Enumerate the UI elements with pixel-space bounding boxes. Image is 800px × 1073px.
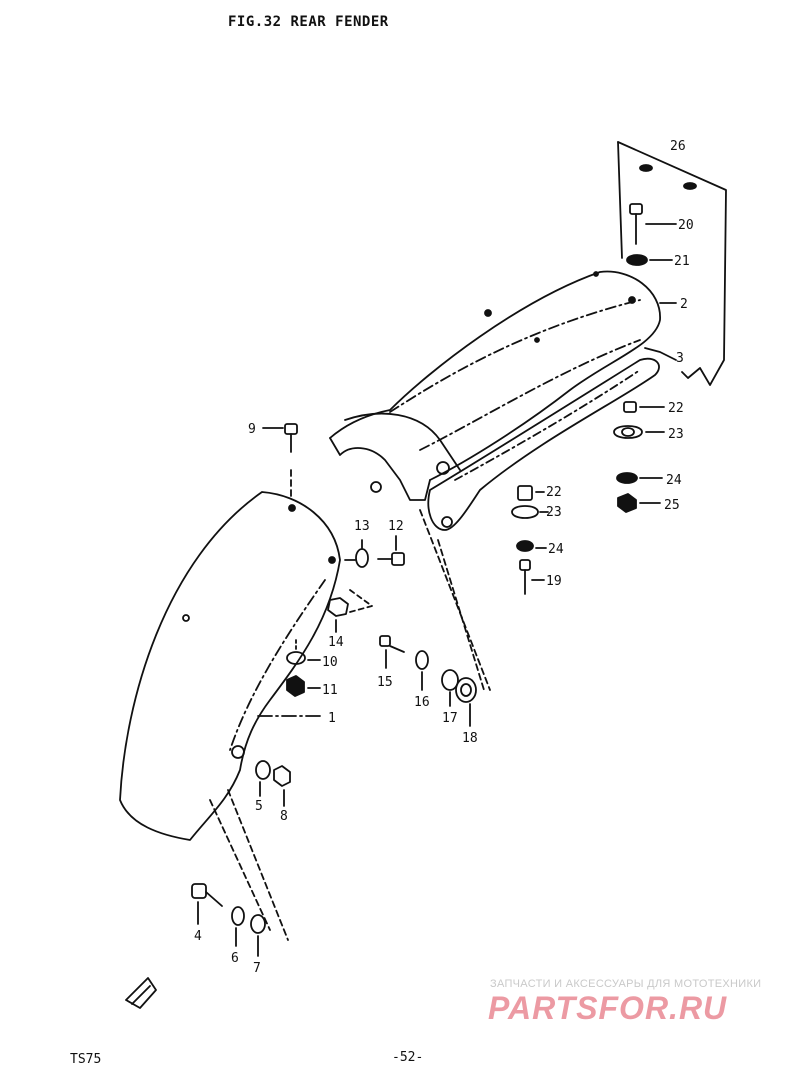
bolt-20 xyxy=(629,203,677,245)
callout-24-upper: 24 xyxy=(666,473,682,488)
callout-labels: 1 2 3 4 5 6 7 8 9 10 11 12 13 14 15 16 1… xyxy=(194,139,694,976)
callout-25: 25 xyxy=(664,498,680,513)
nut-7 xyxy=(250,914,266,957)
callout-2: 2 xyxy=(680,297,688,312)
callout-24-lower: 24 xyxy=(548,542,564,557)
callout-14: 14 xyxy=(328,635,344,650)
collar-17 xyxy=(441,669,459,707)
nut-8 xyxy=(273,765,291,807)
washer-6 xyxy=(231,906,245,947)
callout-6: 6 xyxy=(231,951,239,966)
collar-22-upper xyxy=(623,401,665,413)
bolt-19 xyxy=(519,559,545,595)
callout-22-upper: 22 xyxy=(668,401,684,416)
callout-7: 7 xyxy=(253,961,261,976)
washer-5 xyxy=(255,760,271,797)
front-arrow-icon xyxy=(125,977,157,1009)
cushion-18 xyxy=(455,677,477,727)
callout-18: 18 xyxy=(462,731,478,746)
washer-10 xyxy=(286,639,321,665)
bolt-15 xyxy=(379,635,405,669)
watermark-logo: PARTSFOR.RU xyxy=(488,990,728,1026)
callout-17: 17 xyxy=(442,711,458,726)
washer-24-lower xyxy=(516,540,547,552)
callout-8: 8 xyxy=(280,809,288,824)
callout-20: 20 xyxy=(678,218,694,233)
callout-16: 16 xyxy=(414,695,430,710)
bolt-4 xyxy=(191,883,223,925)
washer-24-upper xyxy=(616,472,663,484)
callout-11: 11 xyxy=(322,683,338,698)
cushion-23-lower xyxy=(511,505,549,519)
collar-22-lower xyxy=(517,485,545,501)
rear-fender-lower xyxy=(119,491,341,841)
model-code: TS75 xyxy=(70,1052,102,1067)
watermark-subtitle: ЗАПЧАСТИ И АКСЕССУАРЫ ДЛЯ МОТОТЕХНИКИ xyxy=(490,978,762,990)
license-plate-bracket xyxy=(617,141,727,386)
callout-13: 13 xyxy=(354,519,370,534)
nut-14 xyxy=(327,589,373,633)
callout-22-lower: 22 xyxy=(546,485,562,500)
callout-3: 3 xyxy=(676,351,684,366)
callout-10: 10 xyxy=(322,655,338,670)
washer-21 xyxy=(626,254,673,266)
callout-23-lower: 23 xyxy=(546,505,562,520)
nut-11 xyxy=(286,675,321,697)
callout-9: 9 xyxy=(248,422,256,437)
nut-25 xyxy=(617,493,661,513)
washer-16 xyxy=(415,650,429,691)
rear-fender-upper xyxy=(329,270,661,501)
washer-13 xyxy=(344,539,369,568)
figure-title: FIG.32 REAR FENDER xyxy=(228,14,389,30)
page-number: -52- xyxy=(392,1050,424,1065)
callout-26: 26 xyxy=(670,139,686,154)
bolt-9 xyxy=(262,423,298,501)
callout-4: 4 xyxy=(194,929,202,944)
callout-23-upper: 23 xyxy=(668,427,684,442)
callout-19: 19 xyxy=(546,574,562,589)
callout-5: 5 xyxy=(255,799,263,814)
bolt-12 xyxy=(377,535,405,566)
cushion-23-upper xyxy=(613,425,665,439)
callout-21: 21 xyxy=(674,254,690,269)
callout-1: 1 xyxy=(328,711,336,726)
callout-15: 15 xyxy=(377,675,393,690)
callout-12: 12 xyxy=(388,519,404,534)
inner-fender xyxy=(427,347,677,531)
